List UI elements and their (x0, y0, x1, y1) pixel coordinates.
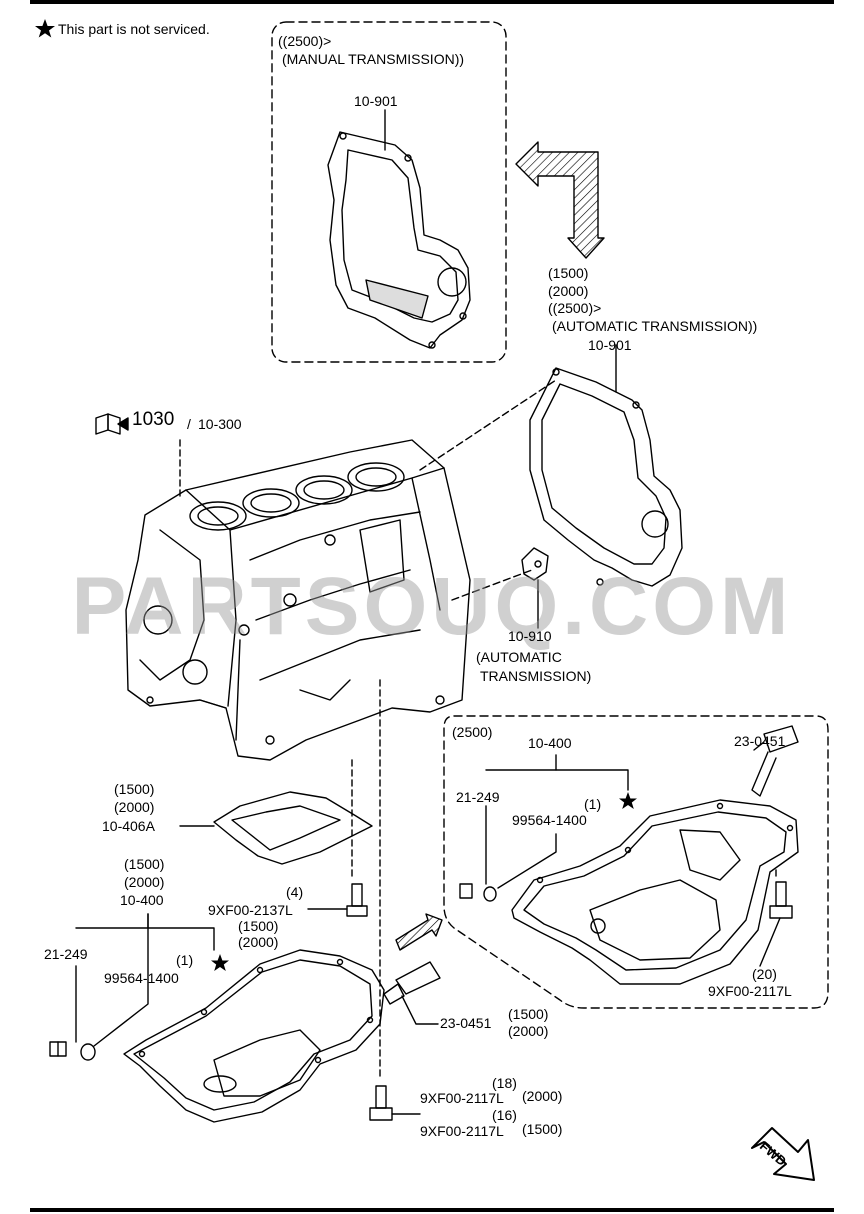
manual-variant-code: ((2500)> (278, 33, 332, 49)
manual-group-frame (271, 21, 507, 363)
bolt-2137 (346, 883, 368, 917)
oil-pan-right (511, 799, 799, 985)
part-99564-1400-right[interactable]: 99564-1400 (512, 812, 587, 828)
part-99564-1400-left[interactable]: 99564-1400 (104, 970, 179, 986)
strainer-left-variant-2000: (2000) (508, 1023, 549, 1039)
gasket-left (80, 1043, 96, 1061)
bolt-18-variant: (2000) (522, 1088, 563, 1104)
fwd-direction-arrow (395, 913, 443, 951)
watermark: PARTSOUQ.COM (71, 561, 793, 652)
part-9XF00-2117L-right[interactable]: 9XF00-2117L (708, 983, 792, 999)
auto-variant-2000: (2000) (548, 283, 589, 299)
reference-book-icon (95, 413, 129, 435)
auto-variant-2500: ((2500)> (548, 300, 602, 316)
oil-strainer-left (383, 961, 441, 1005)
part-10-901-auto[interactable]: 10-901 (588, 337, 632, 353)
bolt-2137-qty: (4) (286, 884, 304, 900)
part-10-400-right[interactable]: 10-400 (528, 735, 572, 751)
auto-variant-1500: (1500) (548, 265, 589, 281)
auto-transmission-note: (AUTOMATIC TRANSMISSION)) (552, 318, 758, 334)
not-serviced-star-right (619, 792, 637, 809)
part-21-249-right[interactable]: 21-249 (456, 789, 500, 805)
pan-right-variant: (2500) (452, 724, 493, 740)
cylinder-block (125, 439, 471, 761)
bolt-qty-18: (18) (492, 1075, 517, 1091)
strainer-left-variant-1500: (1500) (508, 1006, 549, 1022)
bolt-2117-bottom (369, 1085, 393, 1121)
part-23-0451-left[interactable]: 23-0451 (440, 1015, 492, 1031)
plate-910-note-2: TRANSMISSION) (480, 668, 592, 684)
bracket-10-910 (521, 547, 549, 581)
pan-left-variant-2000: (2000) (124, 874, 165, 890)
part-10-400-left[interactable]: 10-400 (120, 892, 164, 908)
legend-star-note: This part is not serviced. (58, 21, 210, 37)
bolt-16-variant: (1500) (522, 1121, 563, 1137)
gasket-left-qty: (1) (176, 952, 194, 968)
gasket-right-qty: (1) (584, 796, 602, 812)
oil-strainer-right (751, 725, 799, 797)
bolt-2117-right (769, 881, 793, 919)
part-9XF00-2117L-18[interactable]: 9XF00-2117L (420, 1090, 504, 1106)
part-23-0451-right[interactable]: 23-0451 (734, 733, 786, 749)
oil-baffle (213, 791, 373, 865)
part-10-300[interactable]: 10-300 (198, 416, 242, 432)
star-icon (35, 19, 55, 38)
oil-pan-left (123, 949, 385, 1123)
plate-910-note-1: (AUTOMATIC (476, 649, 562, 665)
part-10-901-manual[interactable]: 10-901 (354, 93, 398, 109)
gasket-right (483, 886, 497, 902)
part-9XF00-2137L[interactable]: 9XF00-2137L (208, 902, 293, 918)
manual-end-plate (327, 131, 471, 349)
bolt-2137-variant-1500: (1500) (238, 918, 279, 934)
part-9XF00-2117L-16[interactable]: 9XF00-2117L (420, 1123, 504, 1139)
part-10-406A[interactable]: 10-406A (102, 818, 155, 834)
not-serviced-star-left (211, 954, 229, 971)
baffle-variant-2000: (2000) (114, 799, 155, 815)
part-10-910[interactable]: 10-910 (508, 628, 552, 644)
fwd-arrow-icon (751, 1127, 815, 1181)
pan-2500-group-frame (443, 715, 829, 1009)
bolt-2137-variant-2000: (2000) (238, 934, 279, 950)
block-ref-separator: / (187, 416, 191, 432)
manual-transmission-note: (MANUAL TRANSMISSION)) (282, 51, 465, 67)
view-direction-arrow (515, 141, 605, 259)
drain-plug-left (49, 1041, 67, 1057)
auto-end-plate (529, 367, 683, 587)
bolt-qty-16: (16) (492, 1107, 517, 1123)
bottom-border (30, 1208, 834, 1212)
drain-plug-right (459, 883, 473, 899)
baffle-variant-1500: (1500) (114, 781, 155, 797)
top-border (30, 0, 834, 4)
block-ref-code[interactable]: 1030 (132, 409, 175, 430)
part-21-249-left[interactable]: 21-249 (44, 946, 88, 962)
bolt-right-qty: (20) (752, 966, 777, 982)
pan-left-variant-1500: (1500) (124, 856, 165, 872)
